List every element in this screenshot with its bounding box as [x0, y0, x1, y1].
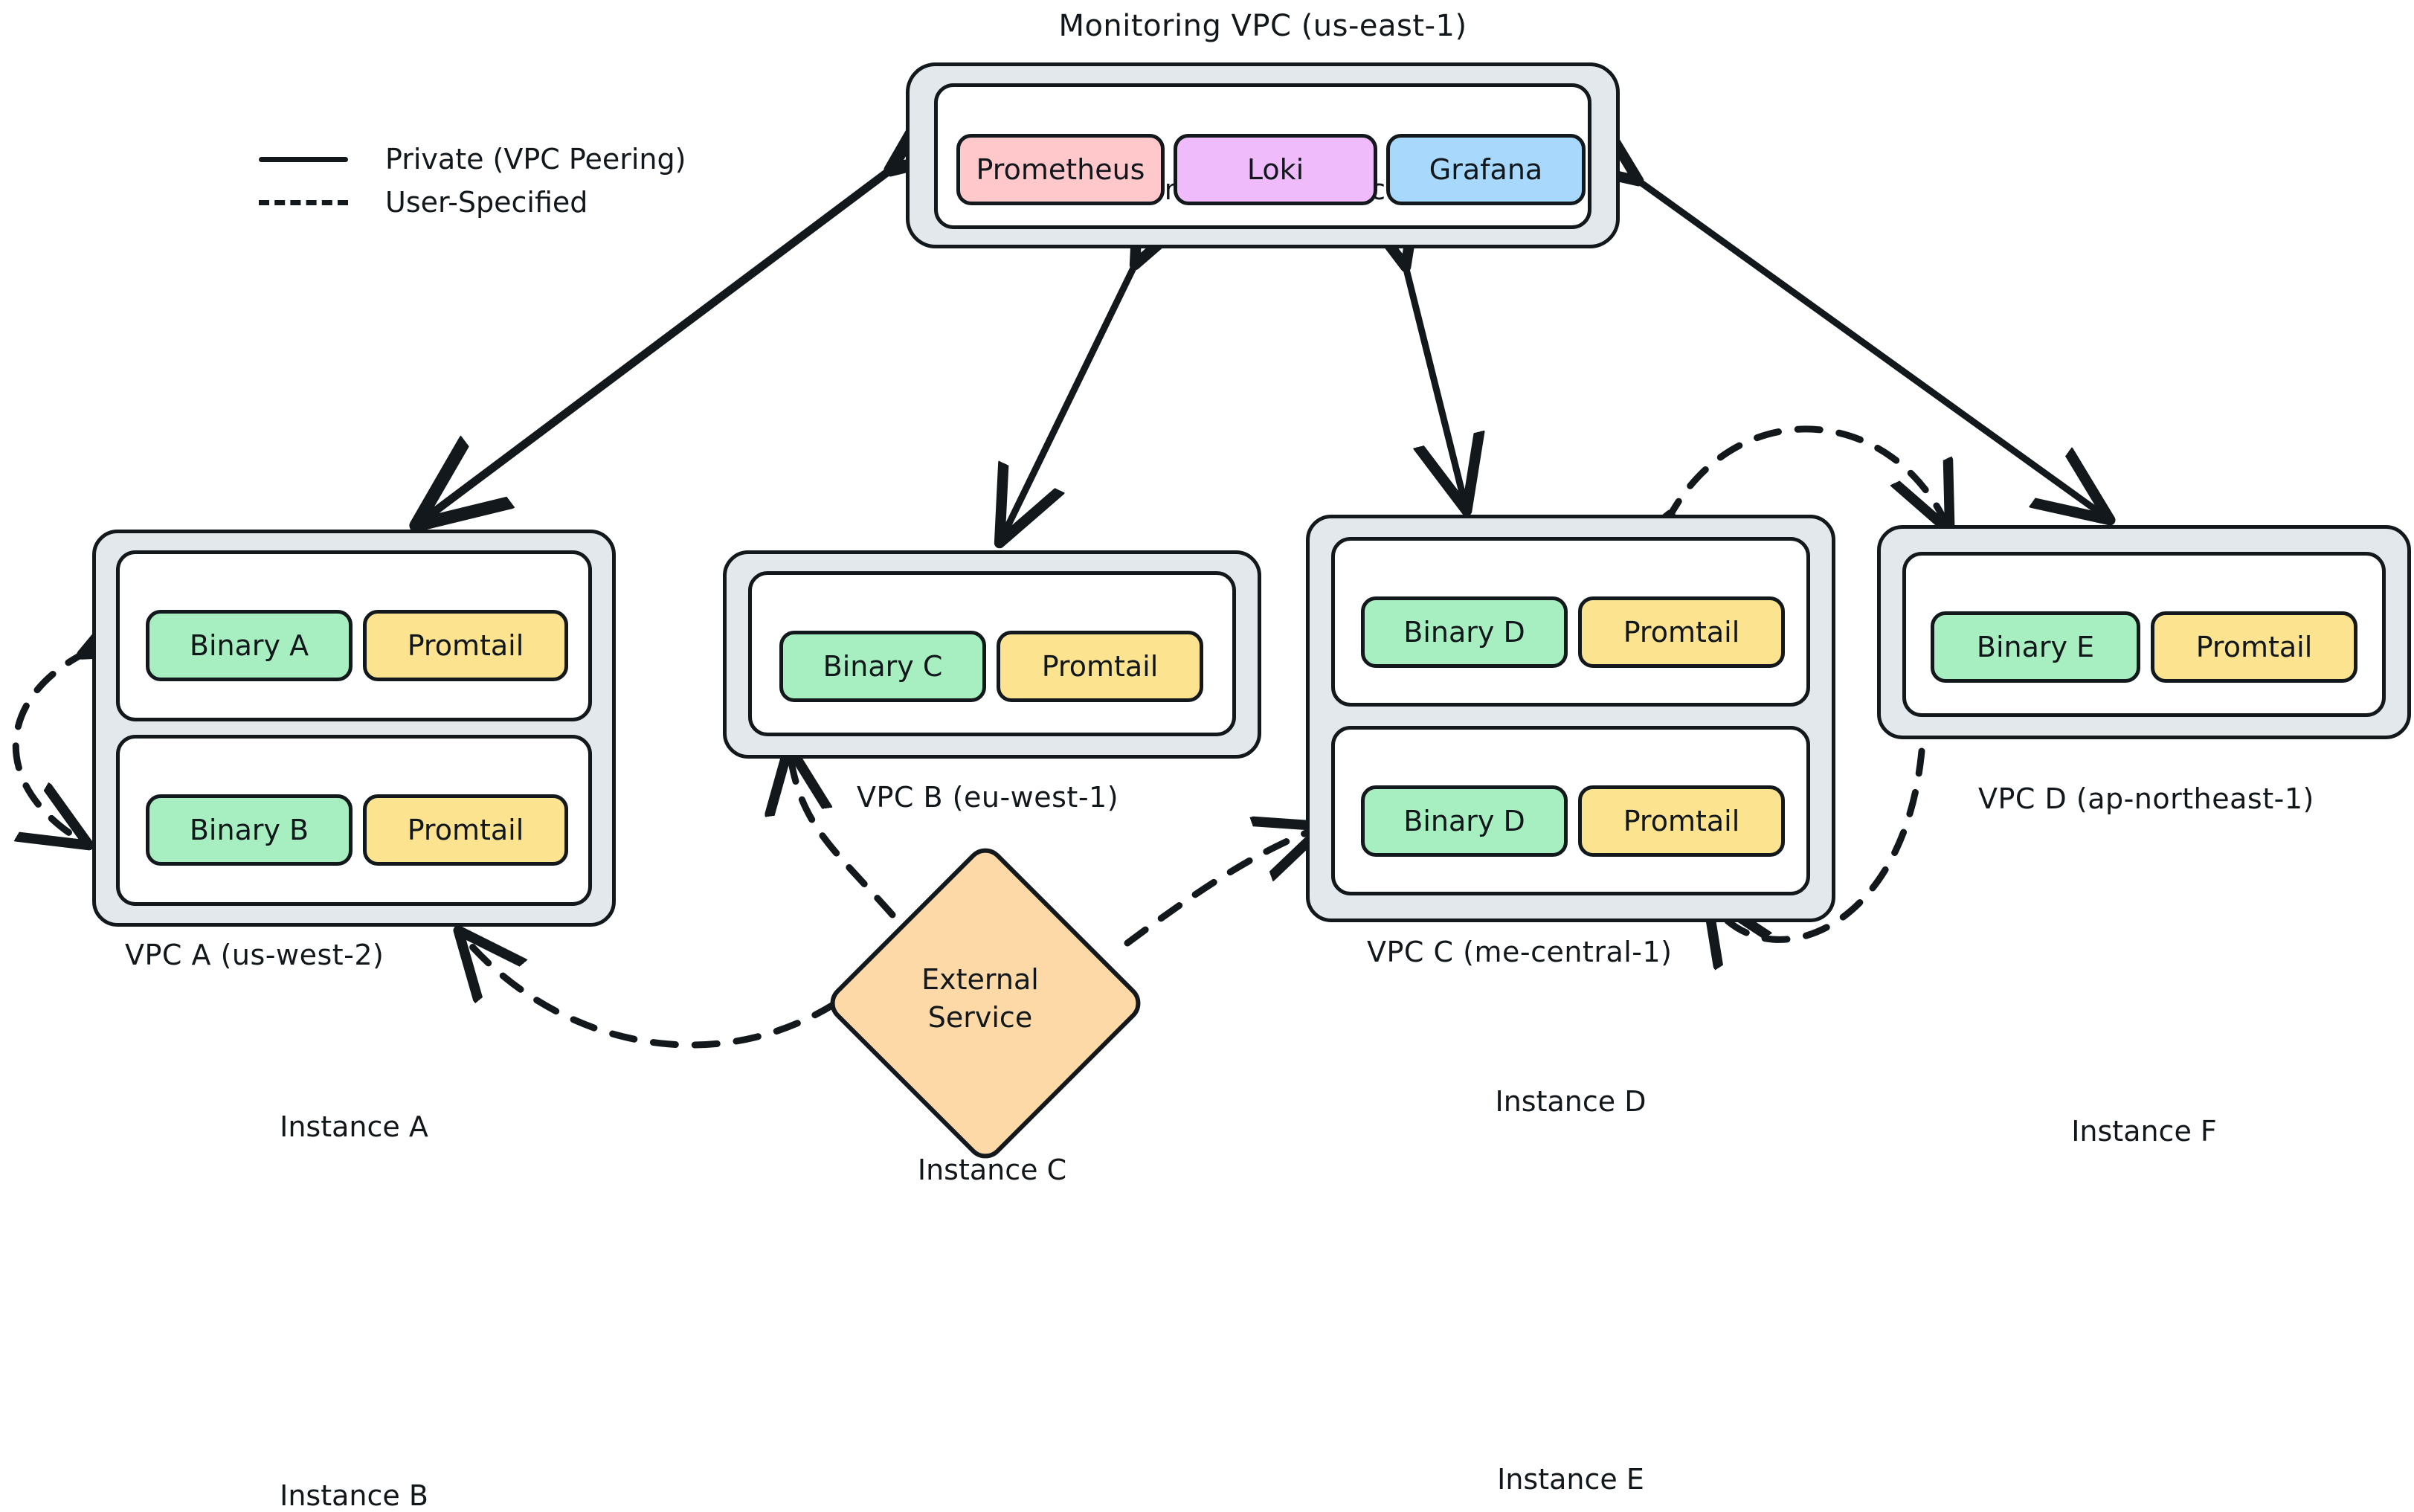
component-binary-b[interactable]: Binary B: [146, 794, 353, 866]
legend-label-user-specified: User-Specified: [385, 186, 588, 219]
component-binary-e[interactable]: Binary E: [1931, 611, 2140, 683]
external-service-label-line1: External: [921, 962, 1039, 996]
external-service-label-line2: Service: [927, 1001, 1033, 1034]
vpc-a-label: VPC A (us-west-2): [125, 939, 384, 971]
instance-b-title: Instance B: [280, 1479, 428, 1512]
component-promtail-d[interactable]: Promtail: [1578, 596, 1785, 668]
external-service-label: External Service: [824, 876, 1136, 1122]
vpc-d-label: VPC D (ap-northeast-1): [1978, 782, 2314, 815]
component-loki[interactable]: Loki: [1174, 134, 1377, 205]
component-binary-a[interactable]: Binary A: [146, 610, 353, 681]
edge-instance-a-to-instance-b: [16, 652, 88, 842]
legend-item-user-specified: User-Specified: [253, 181, 729, 224]
component-binary-c[interactable]: Binary C: [779, 631, 986, 702]
edge-monitoring-to-vpc-d: [1633, 177, 2105, 516]
vpc-c-label: VPC C (me-central-1): [1367, 936, 1673, 968]
edge-external-to-vpc-a: [463, 936, 838, 1049]
instance-e-title: Instance E: [1497, 1463, 1644, 1496]
component-promtail-b[interactable]: Promtail: [363, 794, 568, 866]
edge-external-to-vpc-c: [1124, 829, 1318, 947]
component-binary-d[interactable]: Binary D: [1361, 596, 1568, 668]
component-promtail-f[interactable]: Promtail: [2151, 611, 2357, 683]
edge-monitoring-to-vpc-b: [1002, 259, 1138, 537]
edge-monitoring-to-vpc-c: [1404, 260, 1465, 504]
instance-c-title: Instance C: [917, 1154, 1067, 1186]
component-promtail-e[interactable]: Promtail: [1578, 785, 1785, 857]
dashed-line-swatch-icon: [253, 194, 354, 210]
component-grafana[interactable]: Grafana: [1386, 134, 1586, 205]
monitoring-vpc-label: Monitoring VPC (us-east-1): [1058, 9, 1467, 43]
external-service-node[interactable]: External Service: [822, 840, 1149, 1167]
instance-a-title: Instance A: [280, 1110, 428, 1143]
legend-item-private: Private (VPC Peering): [253, 138, 729, 181]
instance-f-title: Instance F: [2071, 1115, 2217, 1148]
vpc-b-label: VPC B (eu-west-1): [857, 781, 1119, 814]
component-promtail-c[interactable]: Promtail: [997, 631, 1203, 702]
diagram-canvas: Private (VPC Peering) User-Specified Mon…: [0, 9, 2411, 1512]
solid-line-swatch-icon: [253, 151, 354, 167]
instance-d-title: Instance D: [1495, 1085, 1647, 1118]
component-prometheus[interactable]: Prometheus: [956, 134, 1165, 205]
legend: Private (VPC Peering) User-Specified: [253, 138, 729, 224]
component-promtail-a[interactable]: Promtail: [363, 610, 568, 681]
legend-label-private: Private (VPC Peering): [385, 143, 686, 176]
component-binary-d-instance-e[interactable]: Binary D: [1361, 785, 1568, 857]
edge-vpc-c-to-vpc-d-top: [1667, 425, 1947, 525]
